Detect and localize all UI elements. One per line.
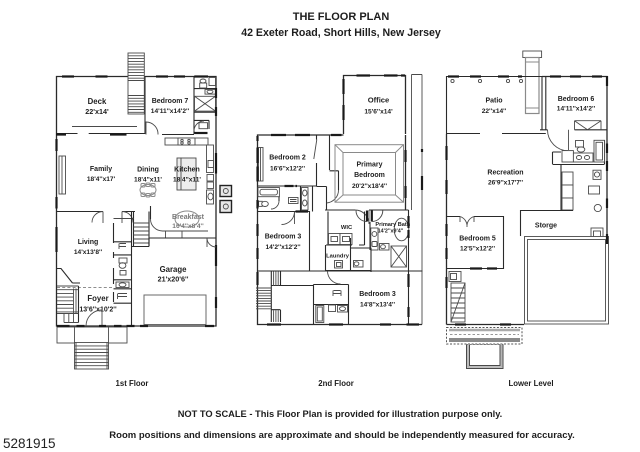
svg-text:18'4''x11': 18'4''x11'	[134, 177, 162, 184]
svg-text:Patio: Patio	[485, 98, 502, 105]
svg-text:22'x14': 22'x14'	[85, 107, 109, 116]
svg-text:WIC: WIC	[341, 225, 353, 231]
svg-text:12'5''x12'2'': 12'5''x12'2''	[460, 246, 496, 253]
svg-text:Foyer: Foyer	[87, 294, 108, 303]
svg-text:Bedroom 3: Bedroom 3	[359, 291, 396, 298]
svg-text:1st Floor: 1st Floor	[116, 379, 149, 388]
svg-text:16'4''x8'4'': 16'4''x8'4''	[172, 223, 204, 230]
svg-text:Bedroom 2: Bedroom 2	[269, 155, 306, 162]
svg-text:18'4''x17': 18'4''x17'	[87, 176, 116, 183]
svg-text:Bedroom 7: Bedroom 7	[152, 98, 189, 105]
svg-text:Room positions and dimensions: Room positions and dimensions are approx…	[109, 430, 574, 441]
svg-text:20'2''x18'4'': 20'2''x18'4''	[352, 183, 388, 190]
svg-text:5281915: 5281915	[3, 436, 56, 451]
svg-text:14'8''x13'4'': 14'8''x13'4''	[360, 302, 396, 309]
svg-text:Bedroom 6: Bedroom 6	[558, 96, 595, 103]
svg-text:14'11''x14'2'': 14'11''x14'2''	[557, 106, 596, 113]
svg-text:14'11''x14'2'': 14'11''x14'2''	[151, 108, 190, 115]
svg-text:Living: Living	[78, 239, 99, 246]
svg-text:42 Exeter Road, Short Hills, N: 42 Exeter Road, Short Hills, New Jersey	[241, 27, 441, 39]
svg-text:Lower Level: Lower Level	[508, 379, 553, 388]
svg-text:Kitchen: Kitchen	[174, 167, 200, 174]
svg-text:NOT TO SCALE - This Floor Plan: NOT TO SCALE - This Floor Plan is provid…	[178, 409, 503, 419]
svg-text:Deck: Deck	[88, 97, 107, 106]
svg-text:Bedroom 5: Bedroom 5	[459, 236, 496, 243]
svg-text:14'2''x12'2'': 14'2''x12'2''	[265, 244, 301, 251]
svg-text:26'9''x17'7'': 26'9''x17'7''	[488, 180, 524, 187]
svg-text:Office: Office	[368, 96, 390, 105]
svg-text:14'x13'8'': 14'x13'8''	[74, 249, 103, 256]
svg-text:Storge: Storge	[535, 223, 557, 230]
svg-text:Family: Family	[90, 166, 112, 173]
svg-text:Garage: Garage	[160, 265, 188, 274]
svg-text:16'6''x12'2'': 16'6''x12'2''	[270, 166, 306, 173]
svg-text:Bedroom: Bedroom	[354, 172, 385, 179]
svg-text:21'x20'6'': 21'x20'6''	[158, 275, 189, 284]
svg-text:Primary Bath: Primary Bath	[375, 222, 410, 228]
svg-text:2nd Floor: 2nd Floor	[318, 379, 354, 388]
svg-text:15'6''x14': 15'6''x14'	[364, 109, 393, 116]
svg-text:18'4''x11': 18'4''x11'	[173, 177, 201, 184]
svg-text:Dining: Dining	[137, 167, 159, 174]
svg-text:Breakfast: Breakfast	[172, 214, 205, 221]
svg-text:Primary: Primary	[356, 162, 382, 169]
svg-text:22''x14'': 22''x14''	[482, 108, 507, 115]
svg-text:THE FLOOR PLAN: THE FLOOR PLAN	[293, 11, 390, 23]
svg-text:Recreation: Recreation	[487, 170, 523, 177]
svg-text:14'2''x9'4'': 14'2''x9'4''	[378, 229, 404, 235]
svg-text:Laundry: Laundry	[326, 254, 350, 260]
svg-text:Bedroom 3: Bedroom 3	[265, 234, 302, 241]
